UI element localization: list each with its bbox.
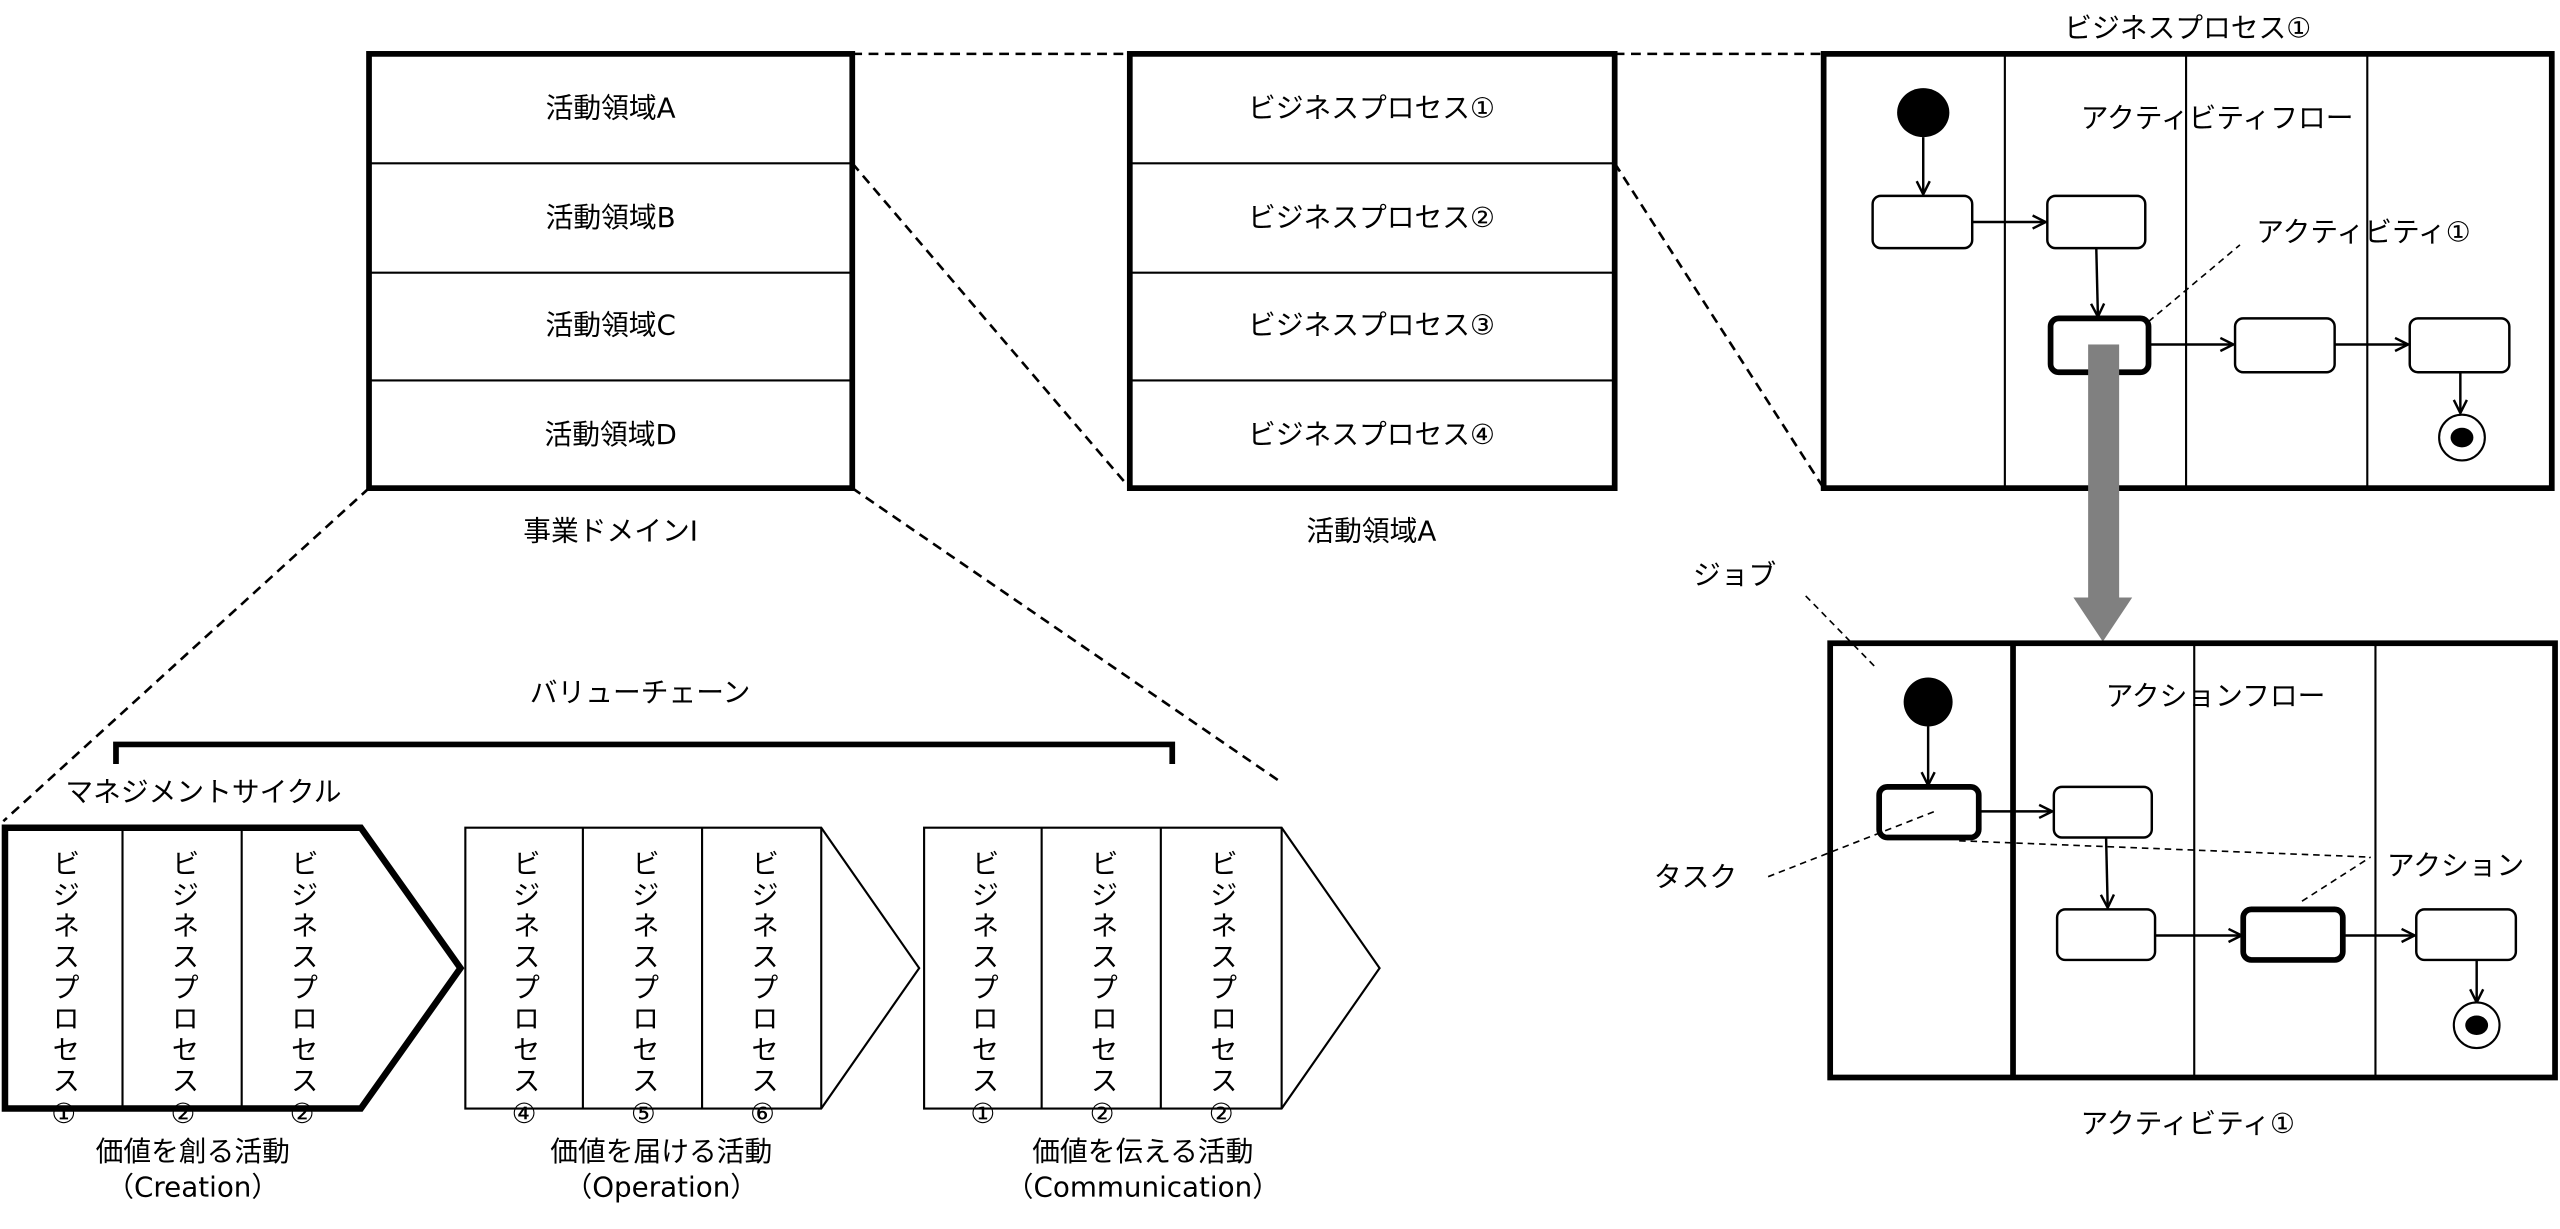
activity-node bbox=[1871, 194, 1974, 250]
action-label: アクション bbox=[2387, 849, 2524, 882]
process-cell: ビジネスプロセス① bbox=[47, 849, 80, 1133]
action-node bbox=[2415, 908, 2518, 962]
group-subcaption: （Operation） bbox=[564, 1171, 758, 1204]
job-label: ジョブ bbox=[1693, 558, 1776, 591]
process-cell: ビジネスプロセス⑤ bbox=[627, 849, 660, 1133]
start-node bbox=[1897, 88, 1950, 138]
action-flow-label: アクションフロー bbox=[2106, 679, 2326, 712]
business-domain-box: 活動領域A 活動領域B 活動領域C 活動領域D 事業ドメインⅠ bbox=[366, 51, 856, 547]
activity-area-a: 活動領域A bbox=[546, 92, 676, 125]
group-caption: 価値を創る活動 bbox=[96, 1135, 290, 1168]
process-cell: ビジネスプロセス④ bbox=[508, 849, 541, 1133]
activity-area-d: 活動領域D bbox=[544, 418, 676, 451]
start-node bbox=[1903, 677, 1953, 727]
expand-arrow bbox=[2073, 344, 2133, 642]
process-cell: ビジネスプロセス② bbox=[1086, 849, 1119, 1133]
activity-area-b: 活動領域B bbox=[546, 201, 676, 234]
process-cell: ビジネスプロセス② bbox=[1205, 849, 1238, 1133]
group-caption: 価値を伝える活動 bbox=[1032, 1135, 1253, 1168]
action-node bbox=[2052, 785, 2154, 839]
domain-caption: 事業ドメインⅠ bbox=[523, 514, 698, 547]
task-label: タスク bbox=[1654, 860, 1737, 893]
activity-caption: アクティビティ① bbox=[2080, 1107, 2294, 1140]
business-process-1: ビジネスプロセス① bbox=[1248, 92, 1495, 125]
value-chain-title: バリューチェーン bbox=[530, 676, 751, 709]
process-cell: ビジネスプロセス① bbox=[966, 849, 999, 1133]
task-node bbox=[1876, 784, 1982, 841]
action-node-highlighted bbox=[2240, 906, 2346, 963]
area-caption: 活動領域A bbox=[1306, 514, 1436, 547]
business-process-2: ビジネスプロセス② bbox=[1248, 201, 1495, 234]
value-chain-bracket bbox=[113, 741, 1176, 765]
activity-flow-diagram: ビジネスプロセス① アクティビティフロー アクティビティ① bbox=[1820, 12, 2555, 491]
process-cell: ビジネスプロセス⑥ bbox=[746, 849, 779, 1133]
group-subcaption: （Communication） bbox=[1006, 1171, 1280, 1204]
value-chain-group-operation: ビジネスプロセス④ ビジネスプロセス⑤ ビジネスプロセス⑥ 価値を届ける活動 （… bbox=[464, 826, 921, 1204]
process-cell: ビジネスプロセス② bbox=[166, 849, 199, 1133]
management-cycle-label: マネジメントサイクル bbox=[65, 776, 341, 809]
business-process-3: ビジネスプロセス③ bbox=[1248, 309, 1495, 342]
end-node bbox=[2452, 1001, 2501, 1050]
value-chain-group-communication: ビジネスプロセス① ビジネスプロセス② ビジネスプロセス② 価値を伝える活動 （… bbox=[923, 826, 1381, 1204]
business-process-4: ビジネスプロセス④ bbox=[1248, 418, 1495, 451]
activity-node bbox=[2046, 194, 2147, 250]
activity-flow-label: アクティビティフロー bbox=[2081, 101, 2354, 134]
process-cell: ビジネスプロセス② bbox=[286, 849, 319, 1133]
group-subcaption: （Creation） bbox=[106, 1171, 279, 1204]
activity-node bbox=[2408, 317, 2511, 374]
activity-area-c: 活動領域C bbox=[545, 309, 675, 342]
end-node bbox=[2438, 413, 2486, 462]
value-chain: バリューチェーン マネジメントサイクル ビジネスプロセス① ビジネスプロセス② … bbox=[1, 676, 1381, 1204]
activity-node bbox=[2233, 317, 2336, 374]
group-caption: 価値を届ける活動 bbox=[550, 1135, 772, 1168]
activity-area-box: ビジネスプロセス① ビジネスプロセス② ビジネスプロセス③ ビジネスプロセス④ … bbox=[1126, 51, 1618, 547]
zoom-connectors bbox=[2, 52, 1825, 823]
action-node bbox=[2055, 908, 2157, 962]
action-flow-diagram: アクションフロー アクティビティ① ジョブ タスク アクション bbox=[1654, 558, 2558, 1140]
activity-callout-label: アクティビティ① bbox=[2256, 216, 2470, 249]
value-chain-group-creation: ビジネスプロセス① ビジネスプロセス② ビジネスプロセス② 価値を創る活動 （C… bbox=[1, 824, 465, 1204]
process-diagram-title: ビジネスプロセス① bbox=[2064, 12, 2311, 45]
